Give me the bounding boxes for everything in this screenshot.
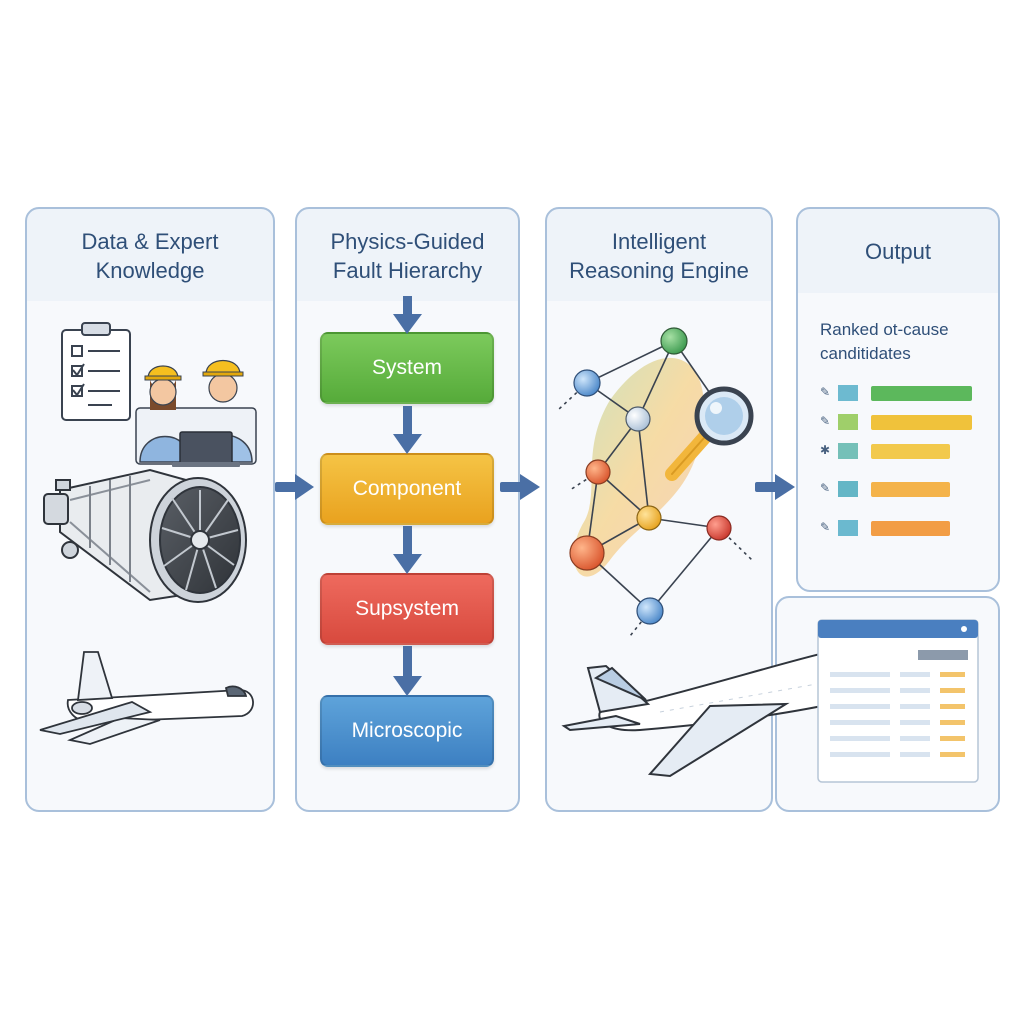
flow-arrow-2 xyxy=(500,474,540,500)
panel-title: Physics-Guided Fault Hierarchy xyxy=(297,227,518,285)
rank-bar xyxy=(871,415,972,430)
caption-line2: canditidates xyxy=(820,344,911,363)
hierarchy-arrows xyxy=(393,296,422,696)
panel-title-line2: Fault Hierarchy xyxy=(332,258,483,283)
rank-swatch xyxy=(838,385,858,401)
rank-bar xyxy=(871,386,972,401)
engineers-with-laptop-icon xyxy=(135,360,257,467)
panel-title-line1: Data & Expert xyxy=(81,229,219,254)
panel-title-line2: Reasoning Engine xyxy=(569,258,749,283)
rank-swatch xyxy=(838,414,858,430)
wrench-icon: ✎ xyxy=(820,481,831,495)
panel-title-line2: Knowledge xyxy=(95,258,205,283)
panel-title: Data & Expert Knowledge xyxy=(27,227,273,285)
level-system: System xyxy=(320,332,494,404)
ranked-candidates-caption: Ranked ot-cause canditidates xyxy=(820,318,990,366)
rank-swatch xyxy=(838,481,858,497)
flow-arrow-3 xyxy=(755,474,795,500)
rank-swatch xyxy=(838,520,858,536)
rank-bar xyxy=(871,444,950,459)
rank-swatch xyxy=(838,443,858,459)
wrench-icon: ✎ xyxy=(820,385,831,399)
clipboard-checklist-icon xyxy=(61,322,131,421)
wrench-icon: ✎ xyxy=(820,520,831,534)
level-component: Component xyxy=(320,453,494,525)
dashboard-report-icon xyxy=(817,619,979,783)
wrench-icon: ✎ xyxy=(820,414,831,428)
output-title: Output xyxy=(864,239,932,264)
knowledge-graph-icon xyxy=(557,327,753,637)
rank-bar xyxy=(871,521,950,536)
level-subsystem: Supsystem xyxy=(320,573,494,645)
jet-engine-icon xyxy=(43,468,247,603)
flow-arrow-1 xyxy=(275,474,314,500)
magnifying-glass-icon xyxy=(665,386,754,481)
panel-title: Intelligent Reasoning Engine xyxy=(547,227,771,285)
rank-bar xyxy=(871,482,950,497)
panel-title-line1: Intelligent xyxy=(611,229,707,254)
airplane-icon xyxy=(39,651,254,745)
panel-title-line1: Physics-Guided xyxy=(330,229,485,254)
gear-icon: ✱ xyxy=(820,443,831,457)
caption-line1: Ranked ot-cause xyxy=(820,320,949,339)
